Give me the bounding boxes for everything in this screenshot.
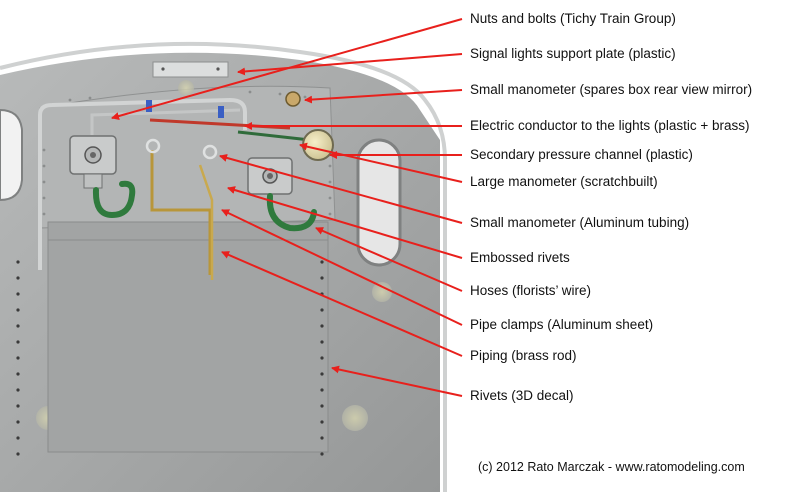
annotation-piping: Piping (brass rod) bbox=[470, 348, 577, 363]
pipe-clamp bbox=[146, 100, 152, 112]
annotation-hoses: Hoses (florists’ wire) bbox=[470, 283, 592, 298]
spot bbox=[178, 80, 194, 96]
annotation-pressure-channel: Secondary pressure channel (plastic) bbox=[470, 147, 693, 162]
small-manometer-ring bbox=[145, 138, 161, 154]
spot bbox=[372, 282, 392, 302]
large-manometer bbox=[302, 129, 334, 161]
annotation-rivets-decal: Rivets (3D decal) bbox=[470, 388, 574, 403]
plate-edge bbox=[0, 41, 447, 492]
annotation-large-manometer: Large manometer (scratchbuilt) bbox=[470, 174, 658, 189]
lower-panel bbox=[47, 221, 329, 453]
small-manometer-ring bbox=[202, 144, 218, 160]
brass-pipe bbox=[150, 150, 212, 275]
pipe-clamp bbox=[218, 106, 224, 118]
annotation-arrows bbox=[111, 18, 463, 397]
hose-left bbox=[92, 180, 136, 219]
aluminum-pipe bbox=[90, 108, 241, 135]
pressure-channel bbox=[237, 130, 311, 142]
left-window bbox=[0, 108, 23, 202]
spot bbox=[342, 405, 368, 431]
annotation-embossed-rivets: Embossed rivets bbox=[470, 250, 570, 265]
brass-pipe bbox=[198, 164, 214, 280]
annotation-electric-conductor: Electric conductor to the lights (plasti… bbox=[470, 118, 750, 133]
hose-right bbox=[266, 193, 317, 232]
aluminum-pipe bbox=[38, 97, 247, 270]
annotation-nuts-bolts: Nuts and bolts (Tichy Train Group) bbox=[470, 11, 676, 26]
bolt bbox=[216, 67, 220, 71]
annotation-signal-plate: Signal lights support plate (plastic) bbox=[470, 46, 676, 61]
annotation-small-manometer-mirror: Small manometer (spares box rear view mi… bbox=[470, 82, 753, 97]
signal-plate bbox=[152, 61, 229, 78]
annotation-small-manometer-tubing: Small manometer (Aluminum tubing) bbox=[470, 215, 690, 230]
small-manometer bbox=[285, 91, 301, 107]
annotation-pipe-clamps: Pipe clamps (Aluminum sheet) bbox=[470, 317, 654, 332]
rivet-rows bbox=[16, 260, 324, 456]
bolt bbox=[161, 67, 165, 71]
right-slot bbox=[356, 138, 402, 267]
copyright-credit: (c) 2012 Rato Marczak - www.ratomodeling… bbox=[478, 460, 745, 474]
